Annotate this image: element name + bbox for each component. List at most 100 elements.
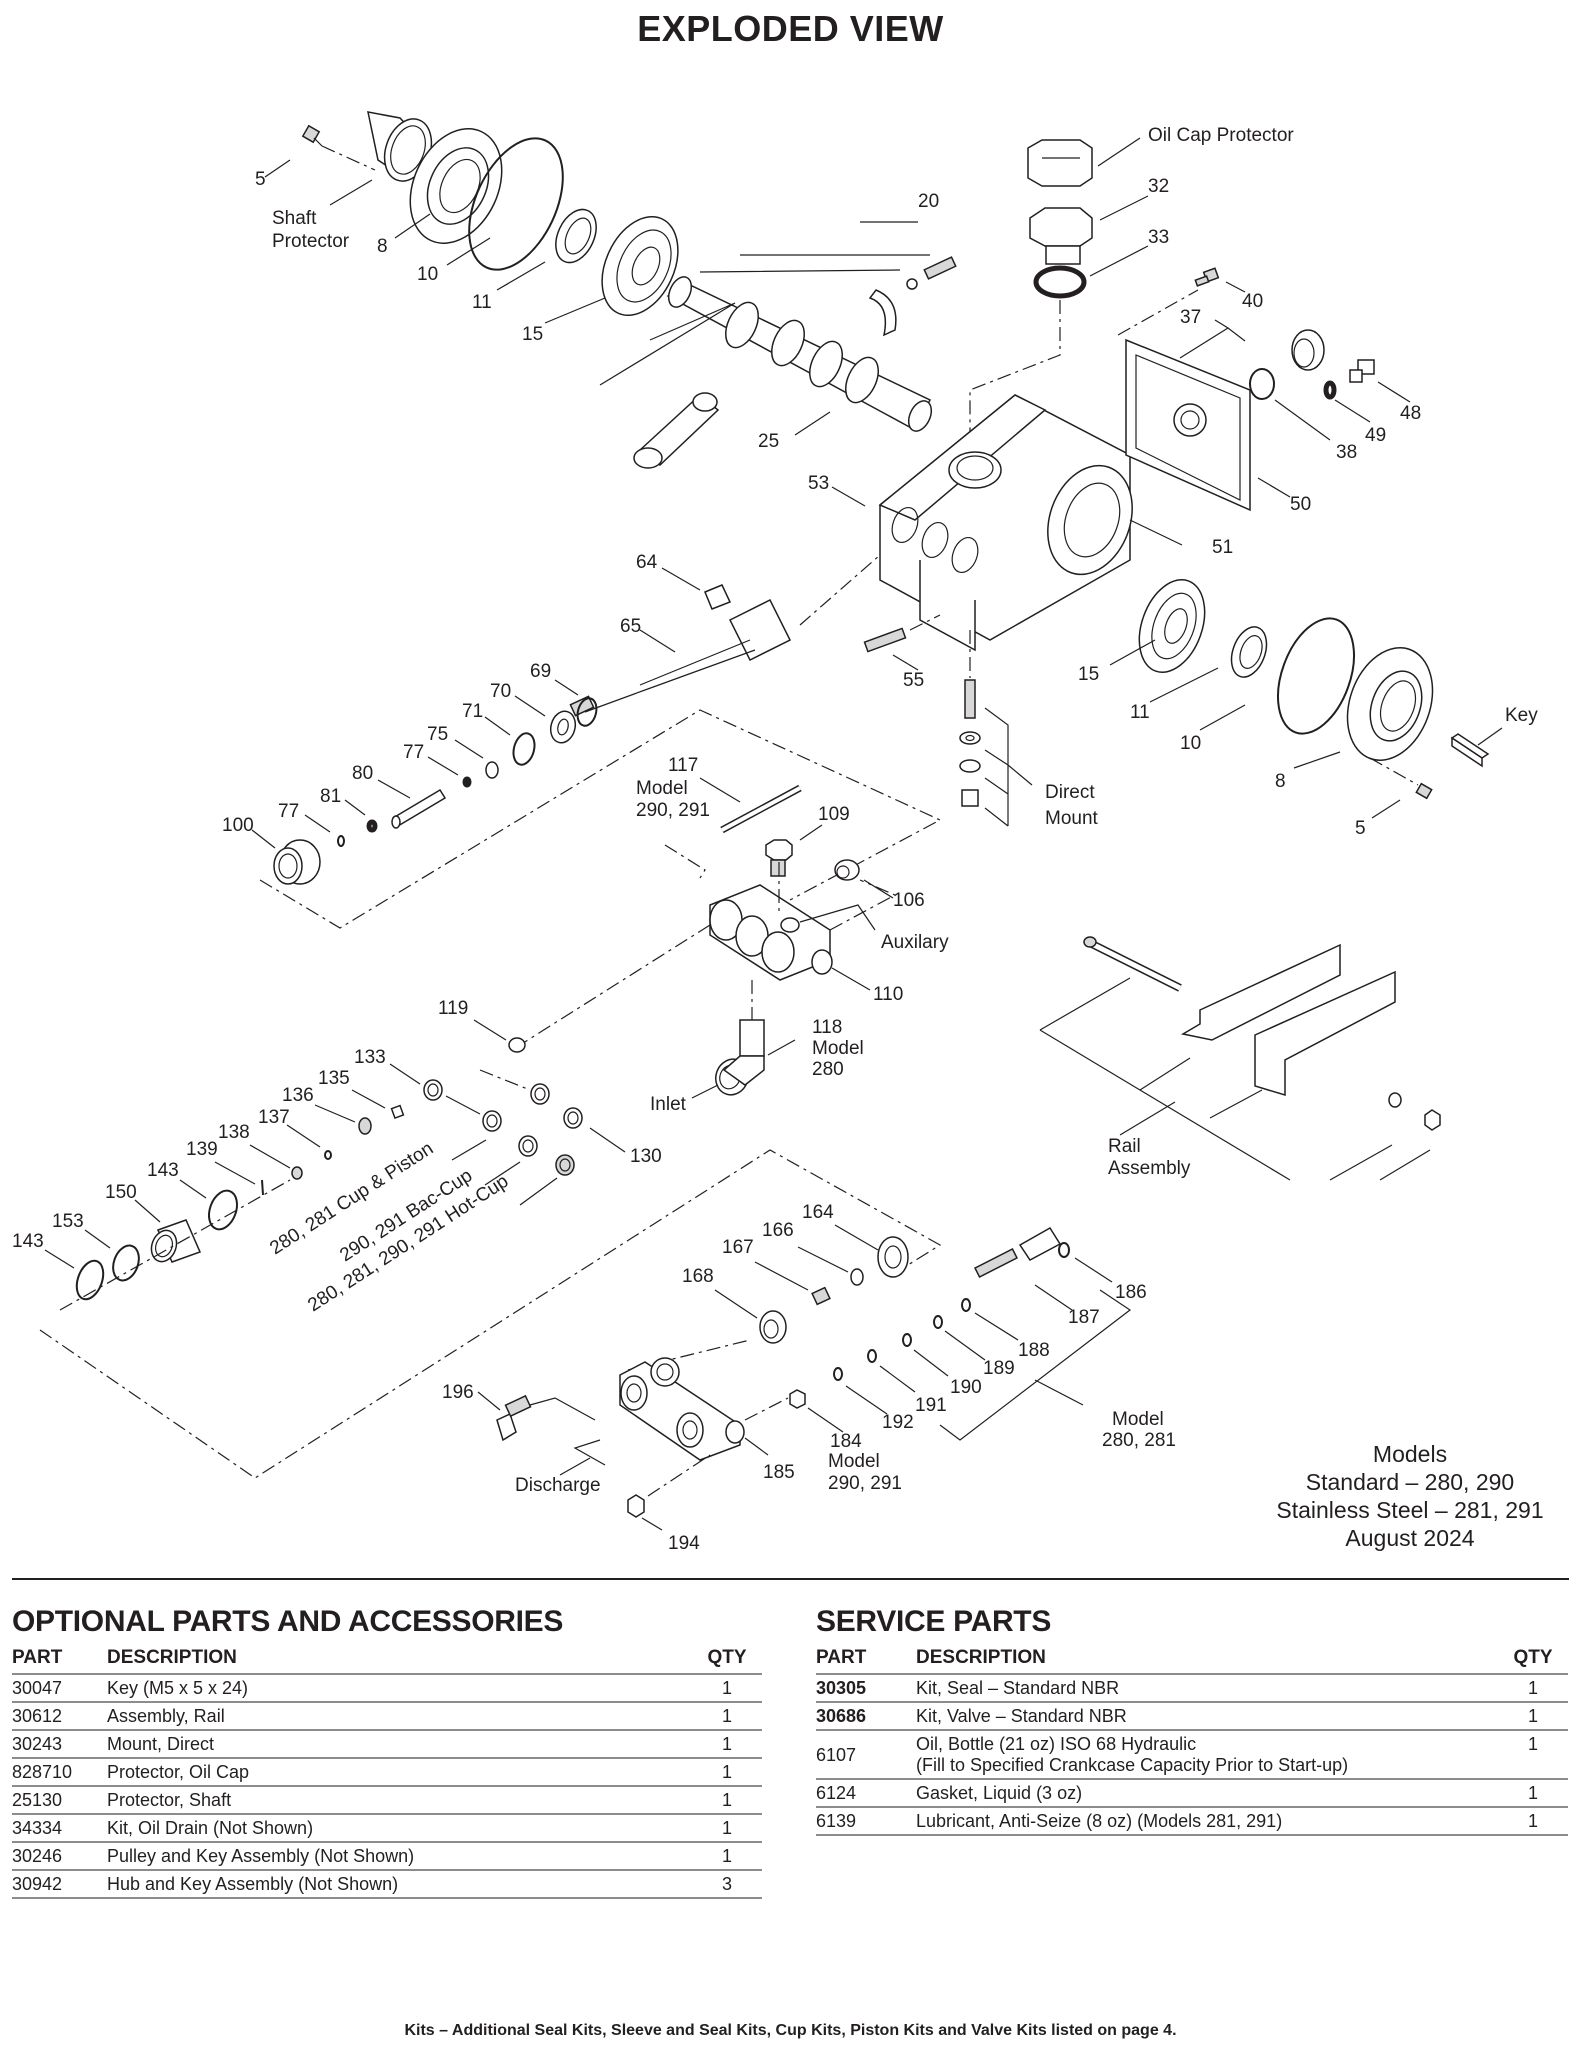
part-qty: 1 (1498, 1779, 1568, 1808)
crankcase-51 (878, 394, 1133, 652)
ring-71 (512, 732, 536, 766)
sight-glass-plug-37 (1291, 329, 1325, 371)
callout-119: 119 (438, 998, 468, 1019)
rod-screw (923, 256, 957, 280)
callout-69: 69 (530, 661, 551, 682)
o-ring-49 (1323, 380, 1337, 400)
column-header-part: PART (12, 1647, 107, 1675)
rod-cap (868, 289, 897, 337)
description-line: Oil, Bottle (21 oz) ISO 68 Hydraulic (916, 1734, 1197, 1754)
part-number: 6107 (816, 1730, 916, 1780)
leader (473, 1019, 507, 1041)
leader-bracket-model-280-281 (939, 1289, 1132, 1441)
leader (799, 904, 876, 931)
leader (909, 614, 941, 631)
callout-51: 51 (1212, 537, 1233, 558)
leader (767, 1039, 796, 1056)
part-description: Key (M5 x 5 x 24) (107, 1674, 692, 1703)
leader (831, 967, 871, 991)
leader (799, 824, 823, 841)
callout-53: 53 (808, 473, 829, 494)
leader (845, 1385, 888, 1415)
part-qty: 3 (692, 1870, 762, 1899)
column-header-description: DESCRIPTION (107, 1647, 692, 1675)
leader (699, 777, 741, 803)
bearing-15 (601, 215, 679, 317)
leader (514, 695, 546, 717)
part-number: 30305 (816, 1674, 916, 1703)
callout-143: 143 (147, 1160, 179, 1181)
o-ring-77-a (462, 776, 472, 788)
leader (351, 1089, 386, 1109)
spring-retainer-168 (759, 1310, 787, 1344)
leader (44, 1249, 75, 1269)
callout-194: 194 (668, 1533, 700, 1554)
part-qty: 1 (1498, 1674, 1568, 1703)
leader (544, 297, 606, 324)
direct-mount-label: Direct (1045, 782, 1095, 803)
callout-109: 109 (818, 804, 850, 825)
screw-5-right (1415, 782, 1433, 800)
part-number: 6124 (816, 1779, 916, 1808)
pin-139 (261, 1179, 264, 1196)
leader (744, 1437, 769, 1456)
callout-40: 40 (1242, 291, 1263, 312)
leader (831, 486, 866, 507)
valve-seat-164 (877, 1236, 909, 1278)
part-description: Gasket, Liquid (3 oz) (916, 1779, 1498, 1808)
leader (249, 1144, 291, 1169)
callout-110: 110 (873, 984, 903, 1005)
callout-118: 118 (812, 1017, 842, 1038)
leader (1225, 281, 1246, 293)
callout-187: 187 (1068, 1307, 1100, 1328)
leader (1334, 399, 1371, 423)
callout-11: 11 (472, 292, 492, 313)
leader-outline (519, 844, 897, 1046)
spacer-135 (390, 1104, 405, 1120)
callout-5: 5 (255, 169, 266, 190)
part-qty: 1 (692, 1842, 762, 1871)
part-description: Protector, Oil Cap (107, 1758, 692, 1787)
leader (1377, 381, 1411, 403)
nut-138 (291, 1166, 303, 1180)
leader-bracket-discharge (529, 1397, 606, 1476)
bearing-15-right (1138, 578, 1206, 674)
leader (641, 1517, 663, 1531)
description-line: Pulley and Key Assembly (Not Shown) (107, 1846, 415, 1866)
part-number: 30246 (12, 1842, 107, 1871)
description-line: Protector, Oil Cap (107, 1762, 250, 1782)
leader (1477, 727, 1503, 746)
callout-166: 166 (762, 1220, 794, 1241)
column-header-qty: QTY (1498, 1647, 1568, 1675)
callout-133: 133 (354, 1047, 386, 1068)
stud-55 (863, 627, 907, 653)
nut-184 (789, 1389, 806, 1409)
leader (554, 679, 579, 696)
callout-136: 136 (282, 1085, 314, 1106)
o-ring-77-b (337, 835, 345, 847)
footer-note: Kits – Additional Seal Kits, Sleeve and … (404, 2022, 1177, 2039)
plug-196 (496, 1394, 532, 1442)
models-standard: Standard – 280, 290 (1305, 1469, 1515, 1495)
ring-81 (366, 819, 378, 833)
leader (714, 1289, 758, 1319)
callout-190: 190 (950, 1377, 982, 1398)
leader (286, 1124, 321, 1148)
callout-138: 138 (218, 1122, 250, 1143)
description-line: Gasket, Liquid (3 oz) (916, 1783, 1083, 1803)
leader (1097, 137, 1141, 167)
description-line: Key (M5 x 5 x 24) (107, 1678, 249, 1698)
section-divider (12, 1578, 1569, 1580)
leader (314, 1104, 356, 1123)
inlet-label: Inlet (650, 1094, 687, 1115)
leader (639, 629, 676, 653)
callout-168: 168 (682, 1266, 714, 1287)
o-ring-10 (468, 137, 564, 271)
callout-118-model: Model (812, 1038, 864, 1059)
rail-assembly (1083, 936, 1441, 1131)
seal-119 (508, 1037, 526, 1053)
